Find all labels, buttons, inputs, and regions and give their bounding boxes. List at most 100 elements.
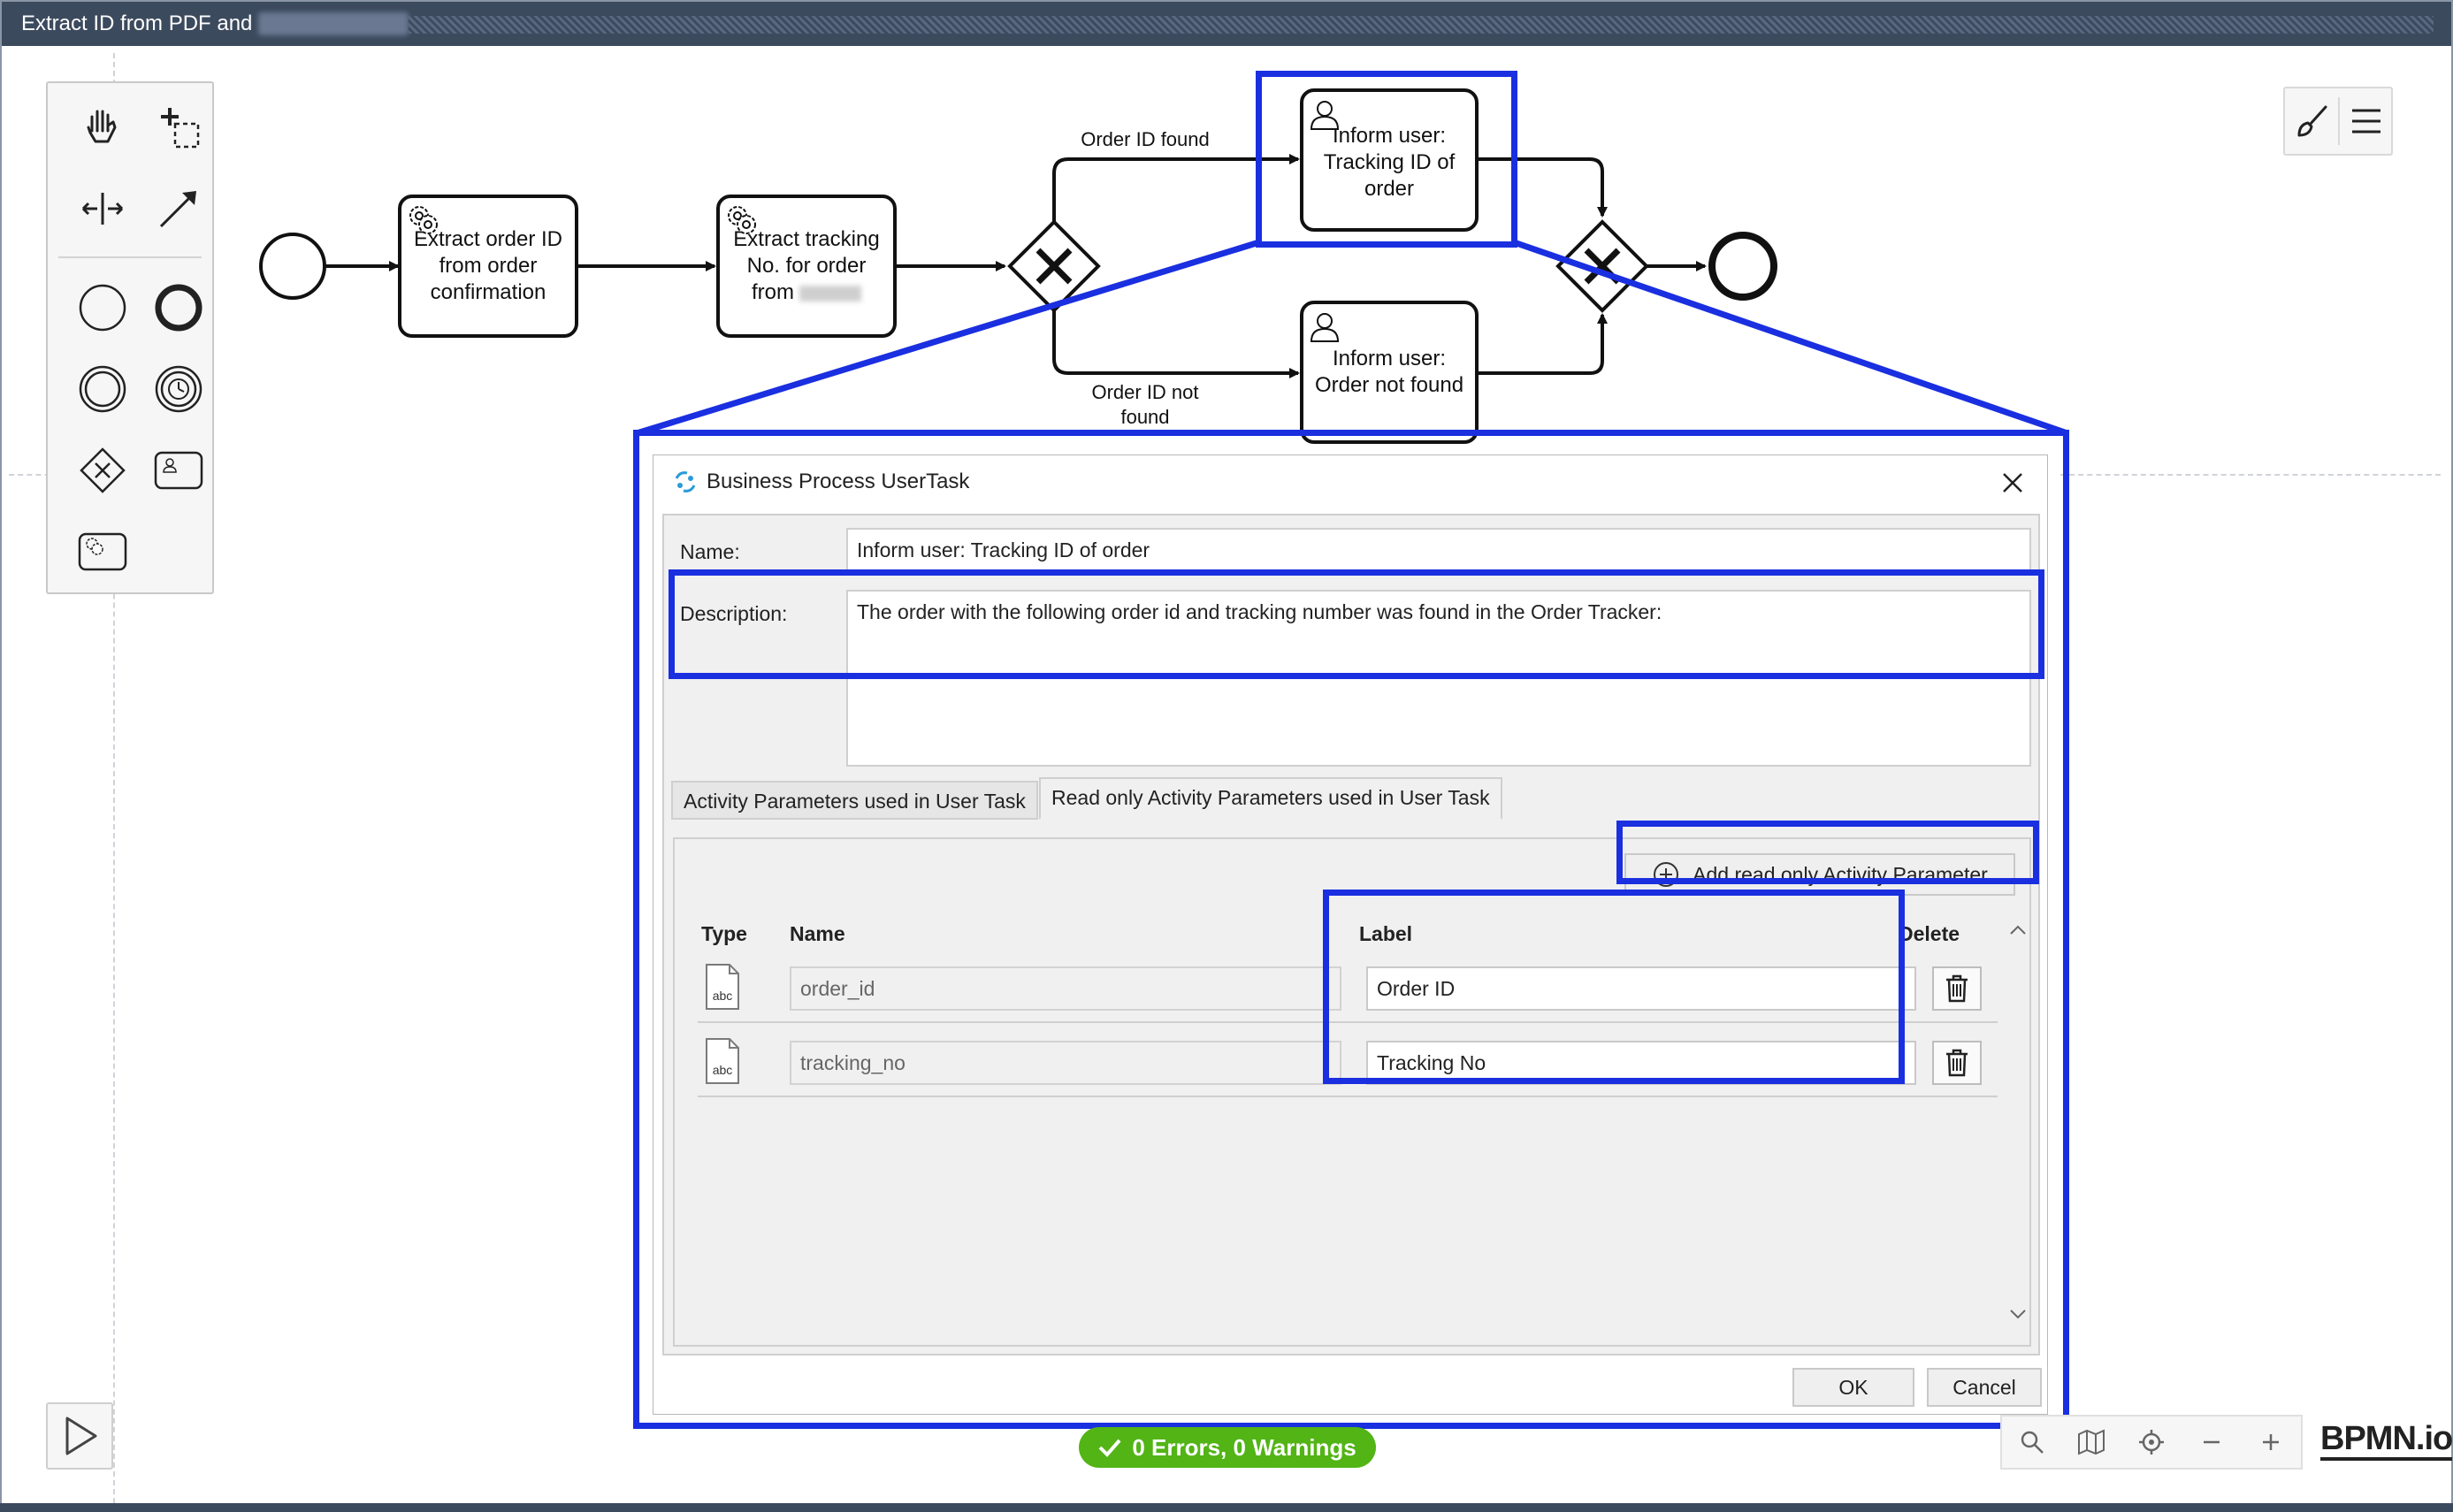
usertask-dialog: Business Process UserTask Name: Descript… <box>653 454 2048 1415</box>
end-event[interactable] <box>1708 232 1777 301</box>
tab-activity-parameters[interactable]: Activity Parameters used in User Task <box>671 781 1038 820</box>
space-tool-button[interactable] <box>71 177 134 241</box>
hand-tool-icon <box>87 110 117 143</box>
delete-row-button[interactable] <box>1932 1041 1982 1085</box>
status-text: 0 Errors, 0 Warnings <box>1132 1433 1356 1461</box>
add-read-only-parameter-button[interactable]: Add read only Activity Parameter <box>1624 853 2015 896</box>
title-bar-grip <box>409 16 2434 34</box>
paintbrush-icon <box>2297 105 2327 137</box>
canvas-guide-vertical <box>113 53 115 1503</box>
search-button[interactable] <box>2010 1420 2054 1464</box>
exclusive-gateway-merge[interactable] <box>1555 219 1649 313</box>
flow-label-not-found: Order ID not found <box>1091 381 1199 428</box>
check-icon <box>1098 1439 1121 1457</box>
task-label-line: Inform user: <box>1332 347 1447 370</box>
space-tool-icon <box>81 193 124 225</box>
delete-row-button[interactable] <box>1932 966 1982 1011</box>
column-header-name: Name <box>790 922 845 945</box>
description-field[interactable]: The order with the following order id an… <box>846 590 2031 767</box>
zoom-in-button[interactable] <box>2249 1420 2293 1464</box>
minimap-button[interactable] <box>2069 1420 2113 1464</box>
task-label-line: Tracking ID of <box>1323 150 1456 174</box>
start-event-icon <box>79 284 126 332</box>
parameter-name-field: tracking_no <box>790 1041 1341 1085</box>
timer-event-icon <box>155 365 203 413</box>
dialog-title: Business Process UserTask <box>707 470 970 493</box>
vertical-scrollbar[interactable] <box>2006 913 2029 1331</box>
window-bottom-border <box>0 1503 2453 1512</box>
parameter-label-field[interactable]: Order ID <box>1366 966 1916 1011</box>
svg-text:abc: abc <box>713 1063 733 1077</box>
parameter-name-field: order_id <box>790 966 1341 1011</box>
lasso-tool-icon <box>161 108 200 149</box>
redacted-text <box>799 285 861 302</box>
exclusive-gateway[interactable] <box>1007 219 1101 313</box>
gear-icon <box>728 206 756 234</box>
user-icon <box>1310 313 1340 342</box>
tool-palette <box>46 81 214 594</box>
trash-icon <box>1946 1049 1968 1077</box>
end-event-tool[interactable] <box>147 276 210 340</box>
parameter-label-field[interactable]: Tracking No <box>1366 1041 1916 1085</box>
gear-icon <box>409 206 438 234</box>
ok-button[interactable]: OK <box>1792 1368 1914 1407</box>
column-header-delete: Delete <box>1899 922 1960 945</box>
target-icon <box>2138 1430 2164 1455</box>
tab-read-only-parameters[interactable]: Read only Activity Parameters used in Us… <box>1039 777 1502 820</box>
user-task-inform-not-found[interactable]: Inform user: Order not found <box>1300 301 1479 444</box>
run-button[interactable] <box>46 1402 113 1470</box>
zoom-out-button[interactable] <box>2189 1420 2234 1464</box>
task-label-line: Extract tracking <box>733 227 880 251</box>
lasso-tool-button[interactable] <box>147 95 210 159</box>
dialog-titlebar: Business Process UserTask <box>653 455 2047 508</box>
service-task-extract-order-id[interactable]: Extract order ID from order confirmation <box>398 195 578 338</box>
menu-button[interactable] <box>2340 88 2393 154</box>
zoom-toolbar <box>2000 1415 2303 1470</box>
user-task-icon <box>154 451 203 490</box>
user-task-inform-tracking[interactable]: Inform user: Tracking ID of order <box>1300 88 1479 232</box>
validation-status-badge[interactable]: 0 Errors, 0 Warnings <box>1079 1427 1376 1468</box>
task-label-line: Order not found <box>1314 373 1464 397</box>
connect-tool-icon <box>159 191 196 228</box>
task-label-line: Extract order ID <box>413 227 563 251</box>
task-label-line: No. for order <box>746 254 867 278</box>
process-logo-icon <box>675 471 696 493</box>
service-task-tool[interactable] <box>71 520 134 584</box>
svg-text:abc: abc <box>713 989 733 1003</box>
top-right-toolbar <box>2283 87 2393 156</box>
end-event-icon <box>155 284 203 332</box>
zoom-out-icon <box>2203 1440 2220 1444</box>
sequence-flow-not-found[interactable] <box>1052 308 1300 378</box>
intermediate-event-tool[interactable] <box>71 357 134 421</box>
reset-view-button[interactable] <box>2129 1420 2174 1464</box>
column-header-label: Label <box>1359 922 1413 945</box>
sequence-flow[interactable] <box>1479 313 1608 375</box>
map-icon <box>2078 1429 2105 1455</box>
color-picker-button[interactable] <box>2285 88 2338 154</box>
sequence-flow[interactable] <box>1479 157 1608 218</box>
timer-event-tool[interactable] <box>147 357 210 421</box>
play-icon <box>65 1417 97 1455</box>
bpmn-io-logo[interactable]: BPMN.io <box>2320 1420 2453 1461</box>
start-event-tool[interactable] <box>71 276 134 340</box>
bpmn-diagram <box>259 154 1777 378</box>
service-task-extract-tracking[interactable]: Extract tracking No. for order from <box>716 195 897 338</box>
close-button[interactable] <box>1998 468 2028 498</box>
text-type-icon: abc <box>706 1038 739 1084</box>
sequence-flow-found[interactable] <box>1052 154 1300 225</box>
name-field[interactable] <box>846 528 2031 572</box>
description-label: Description: <box>680 602 788 625</box>
gateway-tool[interactable] <box>71 439 134 502</box>
search-icon <box>2021 1431 2044 1454</box>
row-divider <box>698 1096 1998 1097</box>
user-task-tool[interactable] <box>147 439 210 502</box>
hand-tool-button[interactable] <box>71 95 134 159</box>
connect-tool-button[interactable] <box>147 177 210 241</box>
text-type-icon: abc <box>706 964 739 1010</box>
task-label-line: from order <box>439 254 538 278</box>
column-header-type: Type <box>701 922 747 945</box>
add-button-label: Add read only Activity Parameter <box>1693 862 1988 886</box>
cancel-button[interactable]: Cancel <box>1927 1368 2042 1407</box>
title-bar: Extract ID from PDF and <box>2 2 2451 46</box>
